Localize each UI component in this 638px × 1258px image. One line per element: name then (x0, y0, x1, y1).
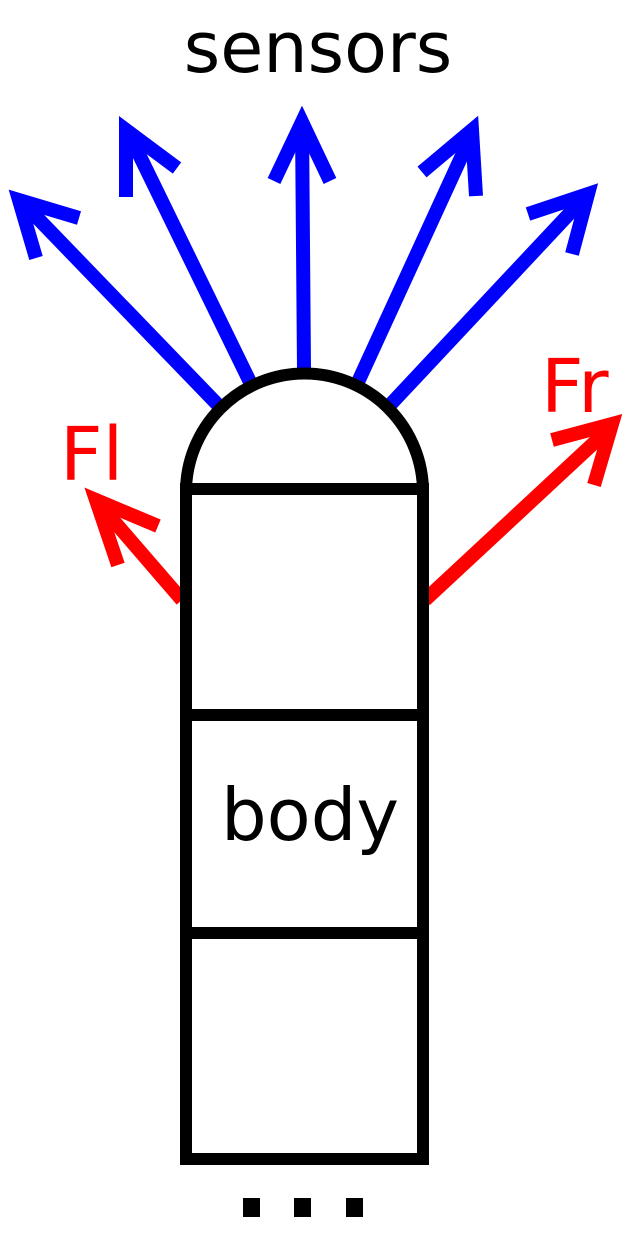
robot-head (180, 367, 429, 493)
dot-1 (243, 1198, 260, 1217)
force-arrow-right (420, 414, 623, 606)
continuation-dots (243, 1198, 363, 1217)
force-arrows (84, 414, 623, 606)
body-label: body (221, 773, 399, 857)
dot-3 (346, 1198, 363, 1217)
body-segment-1 (180, 483, 429, 721)
force-right-label: Fr (541, 344, 609, 430)
sensor-arrow-far-right (384, 183, 599, 410)
force-arrow-left (84, 487, 188, 605)
force-left-label: Fl (60, 412, 123, 498)
body-segment-3 (180, 927, 429, 1165)
body-segment-2 (180, 709, 429, 939)
sensor-arrow-center (267, 105, 337, 371)
sensor-arrow-far-left (8, 189, 224, 410)
sensor-arrows (8, 105, 599, 410)
sensors-label: sensors (184, 7, 452, 89)
robot-body (180, 483, 429, 1165)
sensor-arrow-right (351, 115, 483, 385)
dot-2 (294, 1198, 311, 1217)
sensor-arrow-left (119, 116, 257, 386)
